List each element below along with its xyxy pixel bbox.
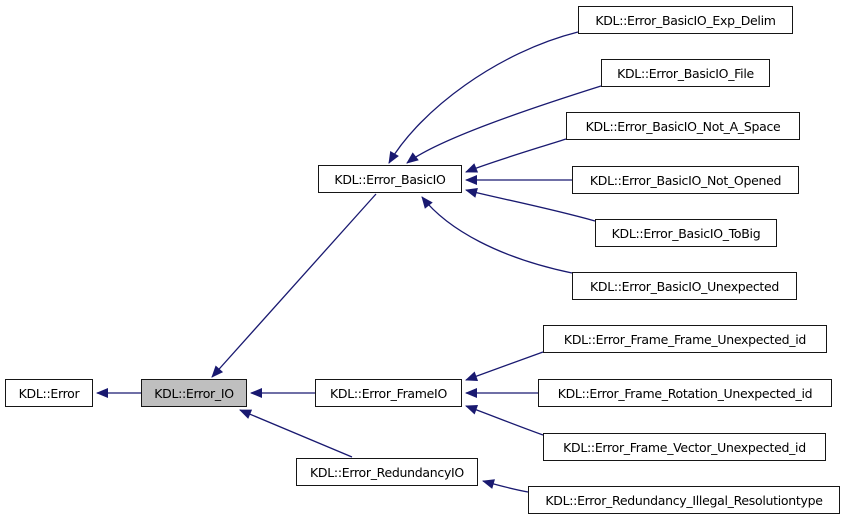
node-kdl-error-basicio-exp-delim[interactable]: KDL::Error_BasicIO_Exp_Delim bbox=[578, 6, 793, 34]
edge-unexpected-to-basicio bbox=[421, 196, 573, 274]
edge-framevector-to-frameio bbox=[465, 405, 544, 436]
edge-notaspace-to-basicio bbox=[465, 138, 567, 173]
edge-frameframe-to-frameio bbox=[465, 351, 544, 381]
edge-file-to-basicio bbox=[406, 85, 602, 164]
node-kdl-error-io: KDL::Error_IO bbox=[141, 379, 247, 407]
node-kdl-error-frame-vector-unexpected-id[interactable]: KDL::Error_Frame_Vector_Unexpected_id bbox=[543, 433, 826, 461]
edge-basicio-to-errorio bbox=[211, 193, 377, 378]
node-kdl-error-basicio-file[interactable]: KDL::Error_BasicIO_File bbox=[601, 59, 770, 87]
node-kdl-error-redundancy-illegal-resolutiontype[interactable]: KDL::Error_Redundancy_Illegal_Resolution… bbox=[528, 486, 840, 514]
node-kdl-error[interactable]: KDL::Error bbox=[5, 379, 93, 407]
edge-redundancyio-to-errorio bbox=[239, 409, 353, 458]
node-kdl-error-basicio[interactable]: KDL::Error_BasicIO bbox=[318, 165, 462, 193]
node-kdl-error-basicio-unexpected[interactable]: KDL::Error_BasicIO_Unexpected bbox=[572, 272, 797, 300]
edge-tobig-to-basicio bbox=[465, 188, 596, 222]
edge-resolutiontype-to-redundancyio bbox=[482, 479, 529, 493]
node-kdl-error-frame-rotation-unexpected-id[interactable]: KDL::Error_Frame_Rotation_Unexpected_id bbox=[538, 379, 832, 407]
node-kdl-error-basicio-not-opened[interactable]: KDL::Error_BasicIO_Not_Opened bbox=[572, 166, 799, 194]
node-kdl-error-basicio-tobig[interactable]: KDL::Error_BasicIO_ToBig bbox=[595, 219, 777, 247]
node-kdl-error-basicio-not-a-space[interactable]: KDL::Error_BasicIO_Not_A_Space bbox=[566, 112, 800, 140]
node-kdl-error-frameio[interactable]: KDL::Error_FrameIO bbox=[315, 379, 462, 407]
edge-expdelim-to-basicio bbox=[388, 31, 579, 164]
node-kdl-error-redundancyio[interactable]: KDL::Error_RedundancyIO bbox=[296, 458, 478, 486]
node-kdl-error-frame-frame-unexpected-id[interactable]: KDL::Error_Frame_Frame_Unexpected_id bbox=[543, 325, 827, 353]
